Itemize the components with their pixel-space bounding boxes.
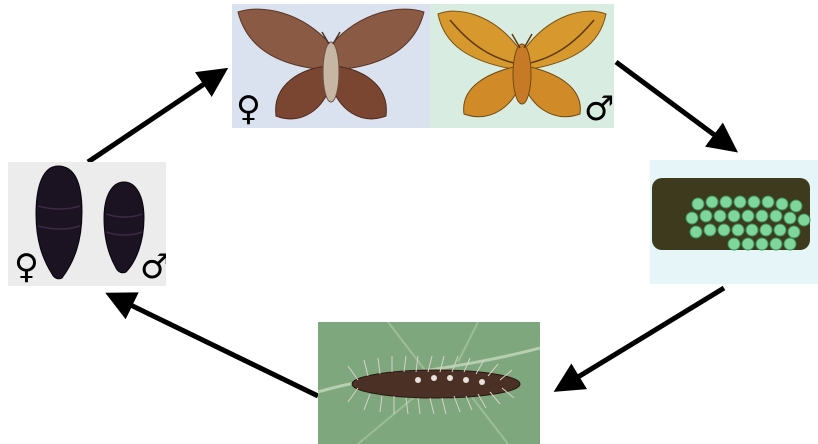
adult-male-moth-image: ♂ [430, 4, 614, 128]
adult-female-moth-image: ♀ [232, 4, 430, 128]
arrow-eggs-to-larva [560, 288, 724, 388]
arrow-larva-to-pupa [112, 296, 318, 396]
arrow-pupa-to-adult [88, 72, 222, 162]
eggs-image [650, 160, 818, 284]
pupa-image: ♀ ♂ [8, 162, 166, 286]
female-moth-illustration [232, 4, 430, 128]
larva-image [318, 322, 540, 444]
pupa-female-symbol: ♀ [14, 250, 39, 284]
caterpillar-illustration [318, 322, 540, 444]
egg-cluster-illustration [650, 160, 818, 284]
male-symbol: ♂ [584, 92, 614, 126]
arrow-adult-to-eggs [616, 62, 732, 148]
female-symbol: ♀ [236, 92, 261, 126]
pupa-male-symbol: ♂ [140, 250, 166, 284]
